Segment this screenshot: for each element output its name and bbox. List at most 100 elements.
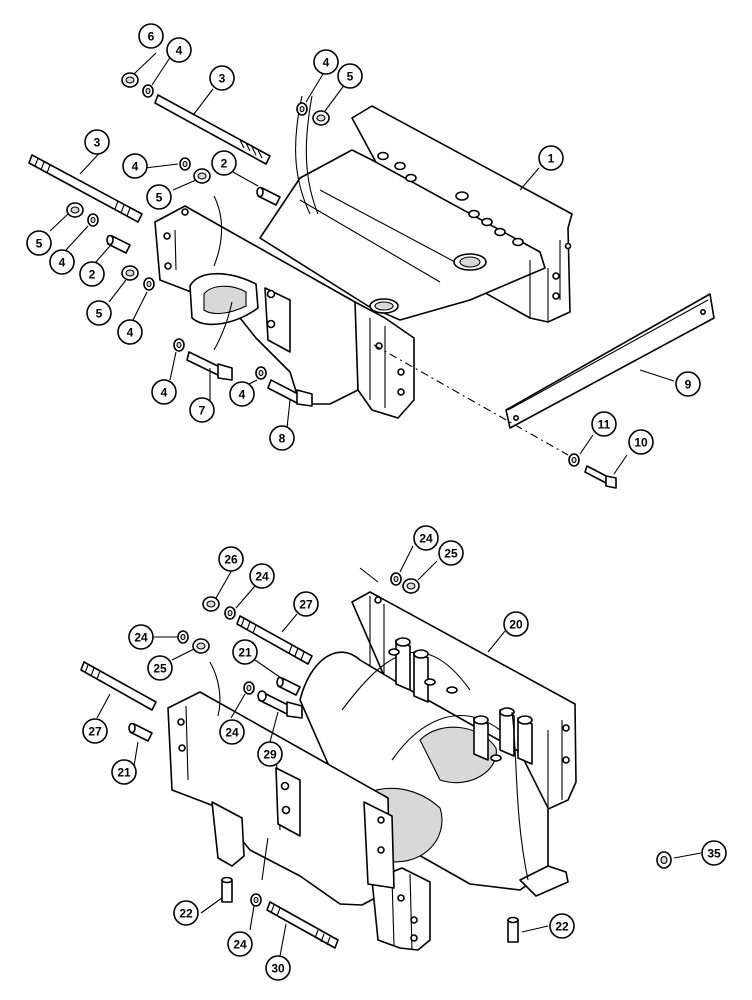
- housing-bosses: [388, 637, 533, 765]
- washer-35: [656, 851, 672, 869]
- callout-circle: [211, 150, 237, 176]
- washer-4-bolt8: [255, 366, 267, 380]
- callout-26: 26: [218, 546, 244, 572]
- dowel-21-right: [276, 676, 301, 696]
- callout-4: 4: [117, 319, 143, 345]
- callout-number: 27: [88, 725, 102, 739]
- callout-number: 8: [279, 432, 286, 446]
- callout-number: 9: [685, 378, 692, 392]
- callout-24: 24: [413, 525, 439, 551]
- nut-5-left: [66, 202, 84, 218]
- washer-4-bolt7: [173, 338, 185, 352]
- callout-24: 24: [128, 624, 154, 650]
- callout-circle: [232, 639, 258, 665]
- washer-24-c: [243, 681, 255, 695]
- callout-number: 24: [233, 938, 247, 952]
- callout-3: 3: [84, 129, 110, 155]
- callout-number: 4: [323, 56, 330, 70]
- callout-number: 4: [176, 44, 183, 58]
- callout-number: 21: [238, 646, 252, 660]
- callout-circle: [49, 249, 75, 275]
- callout-circle: [293, 591, 319, 617]
- dowel-2-right: [256, 186, 281, 206]
- callout-circle: [549, 913, 575, 939]
- bolt-7: [186, 351, 233, 381]
- callout-circle: [249, 563, 275, 589]
- callout-circle: [257, 741, 283, 767]
- callout-number: 5: [156, 191, 163, 205]
- callout-25: 25: [438, 540, 464, 566]
- callout-circle: [86, 300, 112, 326]
- callout-circle: [146, 184, 172, 210]
- callout-2: 2: [79, 261, 105, 287]
- callout-number: 7: [199, 404, 206, 418]
- callout-circle: [151, 379, 177, 405]
- washer-24-a: [224, 606, 236, 620]
- callout-35: 35: [701, 840, 727, 866]
- callout-10: 10: [628, 429, 654, 455]
- callout-circle: [265, 955, 291, 981]
- callout-21: 21: [232, 639, 258, 665]
- bolt-29: [257, 690, 303, 719]
- callout-20: 20: [503, 611, 529, 637]
- callout-circle: [147, 655, 173, 681]
- callout-number: 35: [707, 847, 721, 861]
- callout-4: 4: [229, 381, 255, 407]
- callout-number: 1: [548, 152, 555, 166]
- callout-circle: [79, 261, 105, 287]
- washer-24-d: [250, 893, 262, 907]
- nut-26: [202, 596, 220, 612]
- callout-number: 10: [634, 436, 648, 450]
- callout-circle: [701, 840, 727, 866]
- callout-number: 3: [94, 136, 101, 150]
- callout-5: 5: [337, 63, 363, 89]
- callout-circle: [117, 319, 143, 345]
- stud-3-upper: [154, 94, 271, 165]
- callout-circle: [84, 129, 110, 155]
- washer-4-left: [87, 213, 99, 227]
- callout-5: 5: [146, 184, 172, 210]
- callout-3: 3: [209, 65, 235, 91]
- callout-circle: [538, 145, 564, 171]
- rear-frame-casting: [167, 567, 577, 951]
- callout-29: 29: [257, 741, 283, 767]
- callout-circle: [189, 397, 215, 423]
- callout-number: 26: [224, 553, 238, 567]
- dowel-2-left: [106, 234, 131, 254]
- callout-4: 4: [166, 37, 192, 63]
- washer-24-top: [390, 572, 402, 586]
- callout-circle: [219, 719, 245, 745]
- bolt-10: [584, 465, 617, 489]
- callout-number: 5: [36, 237, 43, 251]
- callout-number: 2: [221, 157, 228, 171]
- callout-number: 4: [239, 388, 246, 402]
- washer-24-b: [177, 630, 189, 644]
- bolt-8: [267, 379, 313, 407]
- callout-5: 5: [86, 300, 112, 326]
- washer-11: [568, 453, 580, 467]
- callout-22: 22: [549, 913, 575, 939]
- leader-lines: [49, 52, 702, 957]
- callout-4: 4: [313, 49, 339, 75]
- washer-4-top: [142, 84, 154, 98]
- callout-circle: [227, 931, 253, 957]
- callout-number: 5: [347, 70, 354, 84]
- callout-4: 4: [122, 153, 148, 179]
- nut-5-upper-right: [312, 110, 330, 126]
- washer-4-mid: [179, 157, 191, 171]
- callout-number: 25: [153, 662, 167, 676]
- callout-number: 24: [255, 570, 269, 584]
- callout-6: 6: [138, 23, 164, 49]
- callout-27: 27: [82, 718, 108, 744]
- front-frame-casting: [154, 95, 573, 419]
- nut-5-mid: [193, 168, 211, 184]
- stud-3-left: [28, 154, 143, 223]
- frame-bolt-holes: [377, 151, 524, 247]
- callout-number: 20: [509, 618, 523, 632]
- callout-circle: [26, 230, 52, 256]
- callout-8: 8: [269, 425, 295, 451]
- callout-number: 2: [89, 268, 96, 282]
- callout-24: 24: [249, 563, 275, 589]
- callout-circle: [128, 624, 154, 650]
